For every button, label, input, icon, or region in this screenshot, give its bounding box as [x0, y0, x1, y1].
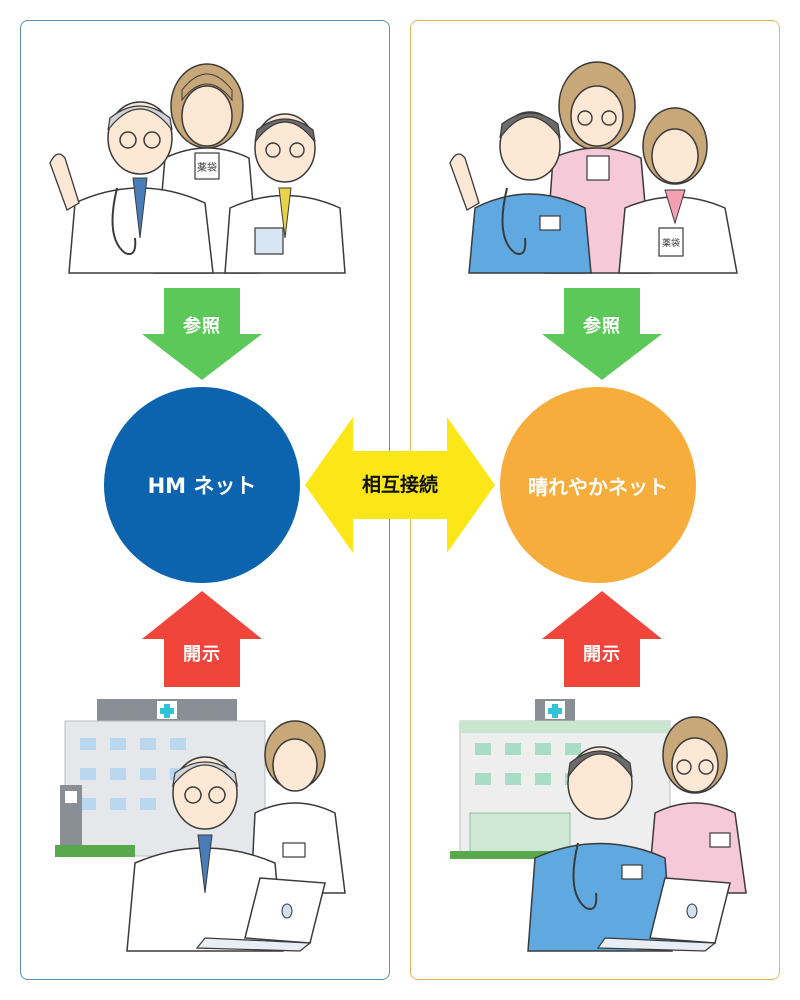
reference-arrow [142, 288, 262, 380]
medical-staff-group-icon: 薬袋 [449, 61, 738, 274]
disclose-label: 開示 [183, 644, 221, 665]
reference-label: 参照 [583, 316, 621, 337]
cross-icon [160, 704, 174, 718]
svg-text:薬袋: 薬袋 [662, 237, 680, 249]
mutual-connection-label: 相互接続 [361, 474, 438, 496]
disclose-arrow [542, 591, 662, 687]
hareyaka-net-circle: 晴れやかネット [500, 387, 696, 583]
mutual-connection-arrow [305, 417, 495, 553]
cross-icon [548, 704, 562, 718]
hareyaka-net-label: 晴れやかネット [528, 474, 668, 499]
disclose-arrow [142, 591, 262, 687]
hm-net-label: HM ネット [147, 474, 257, 498]
disclose-label: 開示 [583, 644, 621, 665]
reference-label: 参照 [183, 316, 221, 337]
hospital-doctor-nurse-icon [55, 699, 346, 952]
reference-arrow [542, 288, 662, 380]
doctors-group-icon: 薬袋 [49, 63, 346, 274]
svg-text:薬袋: 薬袋 [197, 161, 217, 174]
clinic-doctor-nurse-icon [450, 699, 747, 952]
hm-net-circle: HM ネット [104, 387, 300, 583]
